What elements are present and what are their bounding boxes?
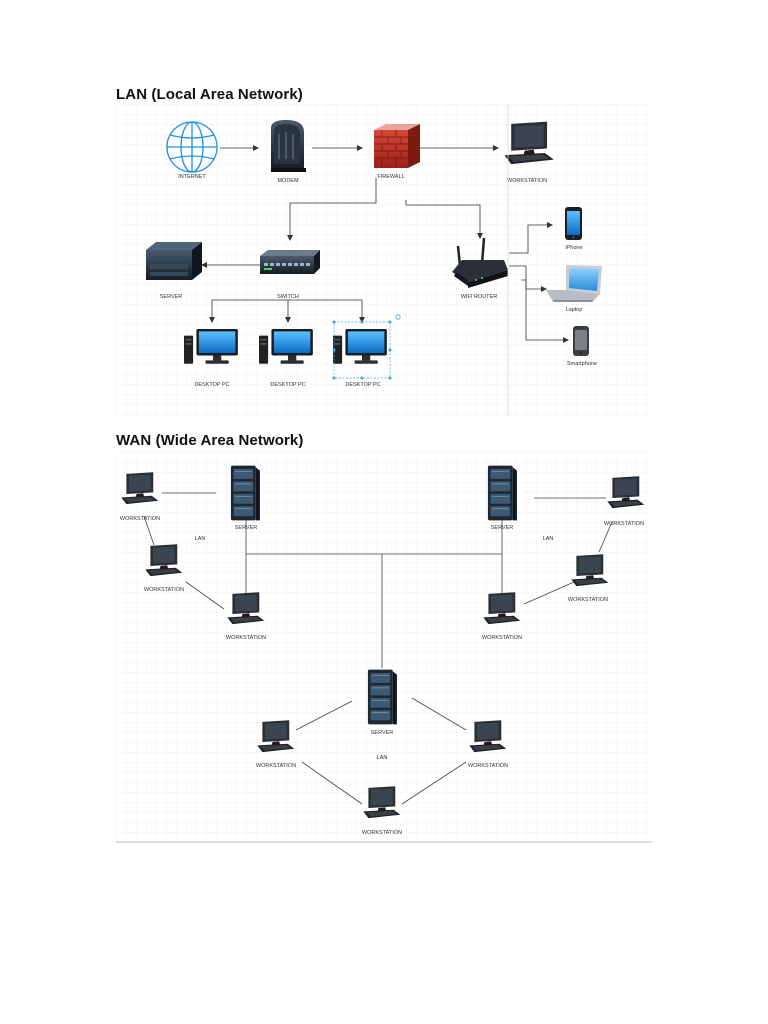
workstation-label: WORKSTATION <box>226 635 266 641</box>
firewall-icon <box>374 124 420 168</box>
workstation-label: WORKSTATION <box>468 763 508 769</box>
lan-label-right: LAN <box>543 536 554 542</box>
workstation-icon <box>483 592 521 625</box>
selection-box[interactable] <box>332 314 401 380</box>
switch-label: SWITCH <box>277 294 299 300</box>
internet-label: INTERNET <box>178 174 206 180</box>
workstation-icon <box>257 720 295 753</box>
wan-connectors <box>143 492 613 805</box>
server-label: SERVER <box>160 294 183 300</box>
iphone-label: iPhone <box>565 245 582 251</box>
smartphone-label: Smartphone <box>567 361 597 367</box>
iphone-node: iPhone <box>565 207 583 251</box>
phone-icon <box>565 207 582 240</box>
workstation-node: WORKSTATION <box>504 121 554 184</box>
wan-server-node-bottom: SERVER <box>367 669 398 736</box>
workstation-label: WORKSTATION <box>256 763 296 769</box>
workstation-label: WORKSTATION <box>507 178 547 184</box>
desktop-pc-node-1: DESKTOP PC <box>184 328 238 388</box>
wifi-router-label: WIFI ROUTER <box>461 294 497 300</box>
wan-workstation-node: WORKSTATION <box>604 476 645 527</box>
wan-workstation-node: WORKSTATION <box>226 592 266 641</box>
workstation-icon <box>607 476 645 509</box>
workstation-label: WORKSTATION <box>144 587 184 593</box>
server-node: SERVER <box>146 242 202 300</box>
firewall-node: FIREWALL <box>374 124 420 180</box>
wan-workstation-node: WORKSTATION <box>468 720 508 769</box>
wan-server-node-right: SERVER <box>487 465 518 531</box>
lan-label-bottom: LAN <box>377 755 388 761</box>
workstation-label: WORKSTATION <box>568 597 608 603</box>
server-icon <box>230 465 261 521</box>
desktop-pc-node-3[interactable]: DESKTOP PC <box>332 314 401 388</box>
workstation-icon <box>121 472 159 505</box>
modem-label: MODEM <box>277 178 299 184</box>
wan-workstation-node: WORKSTATION <box>120 472 160 522</box>
smartphone-node: Smartphone <box>567 326 597 367</box>
wan-diagram: SERVER LAN WORKSTATION WORKSTATION WORKS… <box>116 452 652 844</box>
modem-icon <box>271 120 306 172</box>
server-label: SERVER <box>371 730 394 736</box>
wan-section-title: WAN (Wide Area Network) <box>116 432 304 449</box>
workstation-icon <box>571 554 609 587</box>
wan-workstation-node: WORKSTATION <box>144 544 184 593</box>
wan-server-node-left: SERVER <box>230 465 261 531</box>
desktop-pc-label: DESKTOP PC <box>194 382 229 388</box>
server-label: SERVER <box>491 525 514 531</box>
workstation-label: WORKSTATION <box>604 521 644 527</box>
workstation-icon <box>145 544 183 577</box>
firewall-label: FIREWALL <box>377 174 404 180</box>
workstation-label: WORKSTATION <box>362 830 402 836</box>
workstation-icon <box>363 786 401 819</box>
workstation-icon <box>227 592 265 625</box>
switch-node: SWITCH <box>260 250 320 300</box>
phone-icon <box>573 326 589 356</box>
router-icon <box>452 237 508 288</box>
laptop-node: Laptop <box>546 265 602 313</box>
laptop-icon <box>546 265 602 302</box>
laptop-label: Laptop <box>566 307 583 313</box>
wan-workstation-node: WORKSTATION <box>482 592 522 641</box>
server-icon <box>487 465 518 521</box>
wan-grid-background <box>116 452 652 844</box>
workstation-icon <box>504 121 554 165</box>
server-icon <box>367 669 398 725</box>
modem-node: MODEM <box>271 120 306 184</box>
workstation-label: WORKSTATION <box>482 635 522 641</box>
server-icon <box>146 242 202 280</box>
lan-label-left: LAN <box>195 536 206 542</box>
lan-diagram: INTERNET MODEM <box>116 104 652 416</box>
desktop-pc-node-2: DESKTOP PC <box>259 328 313 388</box>
wifi-router-node: WIFI ROUTER <box>452 237 508 300</box>
lan-connectors <box>201 145 569 343</box>
server-label: SERVER <box>235 525 258 531</box>
switch-icon <box>260 250 320 274</box>
wan-workstation-node: WORKSTATION <box>568 554 609 603</box>
workstation-label: WORKSTATION <box>120 516 160 522</box>
globe-icon <box>166 121 218 173</box>
workstation-icon <box>469 720 507 753</box>
wan-workstation-node: WORKSTATION <box>256 720 296 769</box>
internet-node: INTERNET <box>166 121 218 180</box>
lan-section-title: LAN (Local Area Network) <box>116 86 303 103</box>
desktop-pc-label: DESKTOP PC <box>270 382 305 388</box>
wan-workstation-node: WORKSTATION <box>362 786 402 836</box>
desktop-pc-label: DESKTOP PC <box>345 382 380 388</box>
rotate-handle-icon[interactable] <box>395 314 401 320</box>
